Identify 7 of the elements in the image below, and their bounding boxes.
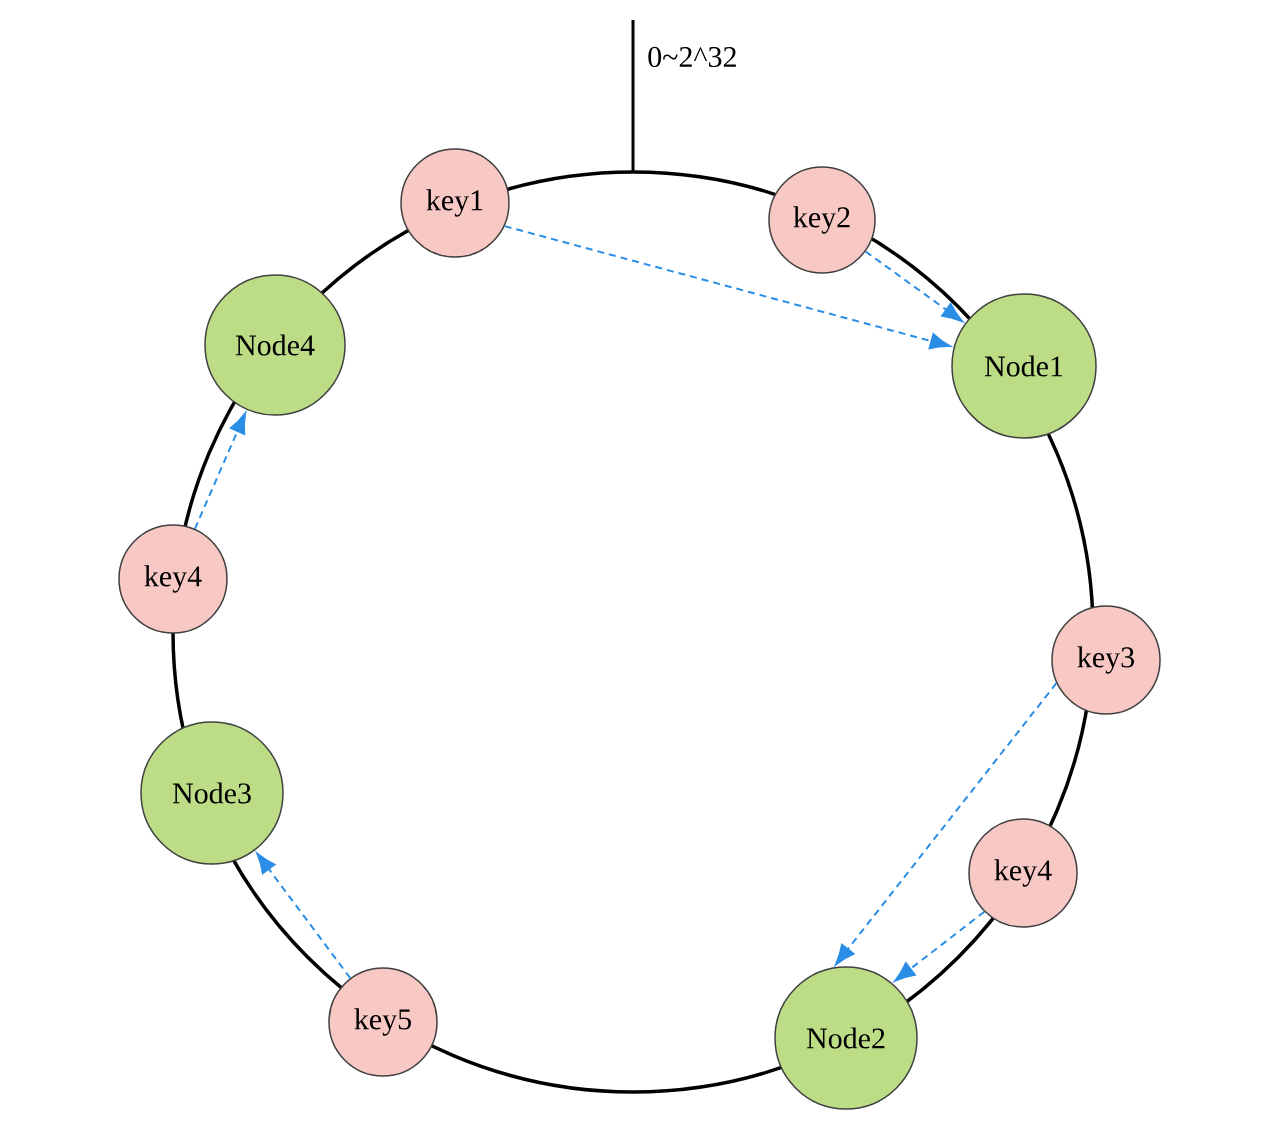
arrow xyxy=(256,852,352,980)
arrow xyxy=(193,412,247,530)
ring-range-label: 0~2^32 xyxy=(648,46,736,68)
arrow xyxy=(864,250,963,322)
arrow xyxy=(503,225,951,350)
arrow xyxy=(835,682,1058,966)
arrow xyxy=(894,910,986,982)
